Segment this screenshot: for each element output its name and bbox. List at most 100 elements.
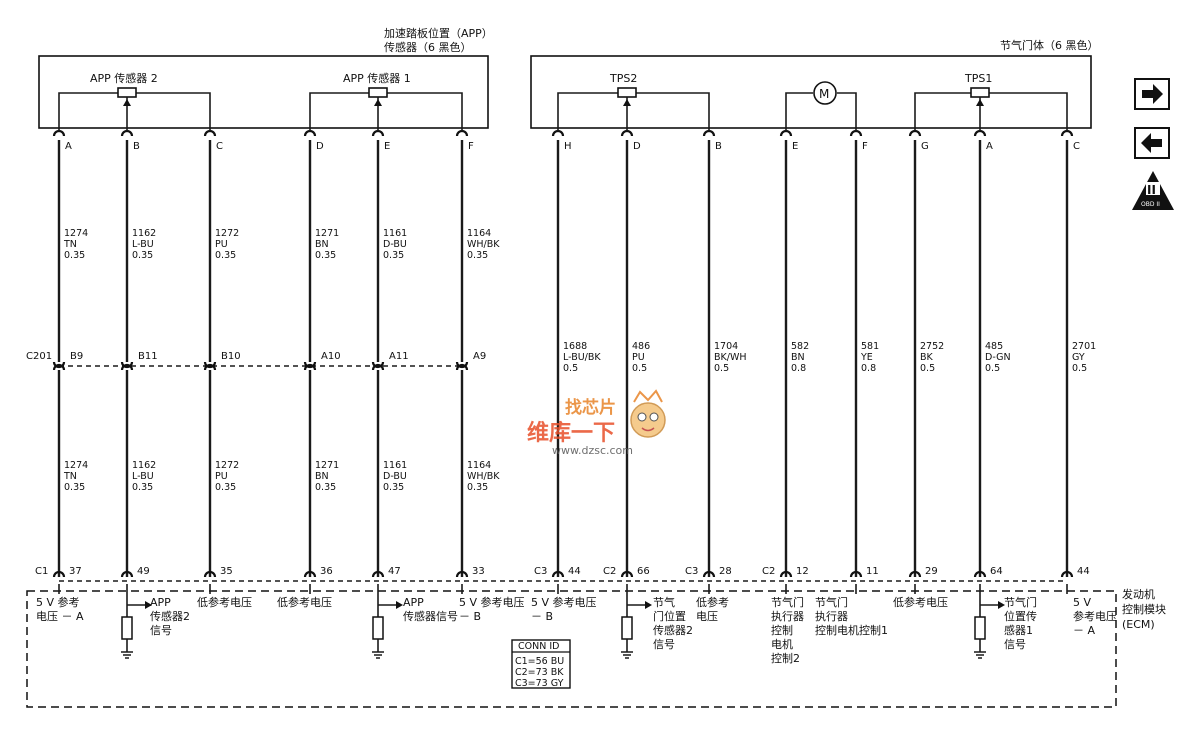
wire-12-mid-2: 0.5 — [985, 363, 1000, 374]
wire-7-mid-0: 486 — [632, 341, 650, 352]
wire-13-mid-1: GY — [1072, 352, 1085, 363]
conn-id-row-3: C3=73 GY — [515, 678, 564, 689]
wire-6-mid-0: 1688 — [563, 341, 587, 352]
right-arrow-icon — [1142, 84, 1163, 104]
motor-symbol-label: M — [819, 87, 829, 101]
wire-6-mid-1: L-BU/BK — [563, 352, 601, 363]
wire-10-mid-0: 581 — [861, 341, 879, 352]
ecm-label-line2: 控制模块 — [1122, 602, 1166, 616]
conn-id-row-1: C1=56 BU — [515, 656, 564, 667]
ecm-func-8-1: 电压 — [696, 610, 718, 623]
watermark-mascot-icon — [630, 402, 666, 438]
ecm-func-5-1: － B — [459, 610, 481, 623]
wire-1-bottom-0: 1162 — [132, 460, 156, 471]
ecm-pin-5: 33 — [472, 566, 485, 577]
ecm-conn-7: C2 — [603, 566, 616, 577]
ecm-pin-8: 28 — [719, 566, 732, 577]
back-nav-button[interactable] — [1134, 127, 1170, 159]
wire-12-mid-0: 485 — [985, 341, 1003, 352]
ecm-func-10-0: 节气门 — [815, 595, 848, 609]
wire-0-bottom-2: 0.35 — [64, 482, 85, 493]
wire-2-top-1: PU — [215, 239, 228, 250]
wire-4-bottom-2: 0.35 — [383, 482, 404, 493]
wire-10-mid-2: 0.8 — [861, 363, 876, 374]
wire-13-mid-0: 2701 — [1072, 341, 1096, 352]
ecm-func-7-1: 门位置 — [653, 609, 686, 623]
top-pin-4: E — [384, 141, 390, 152]
top-pin-12: A — [986, 141, 993, 152]
ground-icon-12 — [974, 651, 986, 659]
conn-id-box: CONN ID C1=56 BU C2=73 BK C3=73 GY — [511, 639, 571, 689]
wire-3-top-0: 1271 — [315, 228, 339, 239]
wire-5-bottom-0: 1164 — [467, 460, 491, 471]
app-sensor-1-resistor — [368, 87, 388, 98]
wire-13-mid-2: 0.5 — [1072, 363, 1087, 374]
split-pin-1: B11 — [138, 351, 158, 362]
top-pin-3: D — [316, 141, 324, 152]
pull-resistor-1 — [121, 616, 133, 640]
signal-arrow-icon-7 — [645, 601, 652, 609]
wire-4-bottom-0: 1161 — [383, 460, 407, 471]
ecm-func-11-0: 低参考电压 — [893, 595, 948, 609]
tps2-resistor — [617, 87, 637, 98]
top-pin-6: H — [564, 141, 572, 152]
signal-arrow-icon-4 — [396, 601, 403, 609]
top-pin-2: C — [216, 141, 223, 152]
wire-4-top-0: 1161 — [383, 228, 407, 239]
ecm-func-1-0: APP — [150, 596, 171, 609]
wire-2-bottom-0: 1272 — [215, 460, 239, 471]
ground-icon-4 — [372, 651, 384, 659]
app-sensor-2-label: APP 传感器 2 — [90, 72, 158, 85]
wire-2-bottom-2: 0.35 — [215, 482, 236, 493]
split-pin-0: B9 — [70, 351, 83, 362]
ecm-func-1-2: 信号 — [150, 624, 172, 637]
ecm-pin-6: 44 — [568, 566, 581, 577]
split-pin-5: A9 — [473, 351, 486, 362]
wire-11-mid-1: BK — [920, 352, 934, 363]
pull-resistor-4 — [372, 616, 384, 640]
wire-8-mid-1: BK/WH — [714, 352, 747, 363]
forward-nav-button[interactable] — [1134, 78, 1170, 110]
wire-0-bottom-0: 1274 — [64, 460, 88, 471]
ecm-label-line1: 发动机 — [1122, 587, 1155, 601]
top-pin-13: C — [1073, 141, 1080, 152]
wire-2-top-0: 1272 — [215, 228, 239, 239]
ecm-func-12-3: 信号 — [1004, 638, 1026, 651]
wire-7-mid-2: 0.5 — [632, 363, 647, 374]
obd-ii-symbol: II — [1147, 183, 1156, 197]
app-module-title-line2: 传感器（6 黑色） — [384, 40, 472, 54]
wire-4-top-1: D-BU — [383, 239, 407, 250]
conn-id-row-2: C2=73 BK — [515, 667, 564, 678]
top-pin-7: D — [633, 141, 641, 152]
wire-1-top-2: 0.35 — [132, 250, 153, 261]
ecm-func-10-1: 执行器 — [815, 609, 848, 623]
conn-id-title: CONN ID — [518, 641, 559, 652]
wire-1-bottom-2: 0.35 — [132, 482, 153, 493]
ecm-func-6-1: － B — [531, 610, 553, 623]
ecm-func-13-0: 5 V — [1073, 596, 1091, 609]
ecm-func-0-0: 5 V 参考 — [36, 595, 80, 609]
signal-arrow-icon-1 — [145, 601, 152, 609]
ecm-func-12-0: 节气门 — [1004, 595, 1037, 609]
ecm-func-4-0: APP — [403, 596, 424, 609]
ecm-func-8-0: 低参考 — [696, 595, 729, 609]
ecm-func-4-1: 传感器信号 — [403, 610, 458, 623]
wire-5-top-2: 0.35 — [467, 250, 488, 261]
ecm-pin-4: 47 — [388, 566, 401, 577]
watermark: 找芯片 维库一下 www.dzsc.com — [527, 389, 666, 457]
throttle-body-box — [530, 55, 1092, 129]
wire-10-mid-1: YE — [860, 352, 873, 363]
top-pin-11: G — [921, 141, 929, 152]
wire-1-top-0: 1162 — [132, 228, 156, 239]
wire-11-mid-2: 0.5 — [920, 363, 935, 374]
ecm-pin-11: 29 — [925, 566, 938, 577]
tps2-label: TPS2 — [609, 72, 637, 85]
wires — [52, 128, 1074, 659]
wire-9-mid-2: 0.8 — [791, 363, 806, 374]
wire-0-top-2: 0.35 — [64, 250, 85, 261]
tps1-label: TPS1 — [964, 72, 992, 85]
wire-3-bottom-1: BN — [315, 471, 329, 482]
wire-3-top-1: BN — [315, 239, 329, 250]
